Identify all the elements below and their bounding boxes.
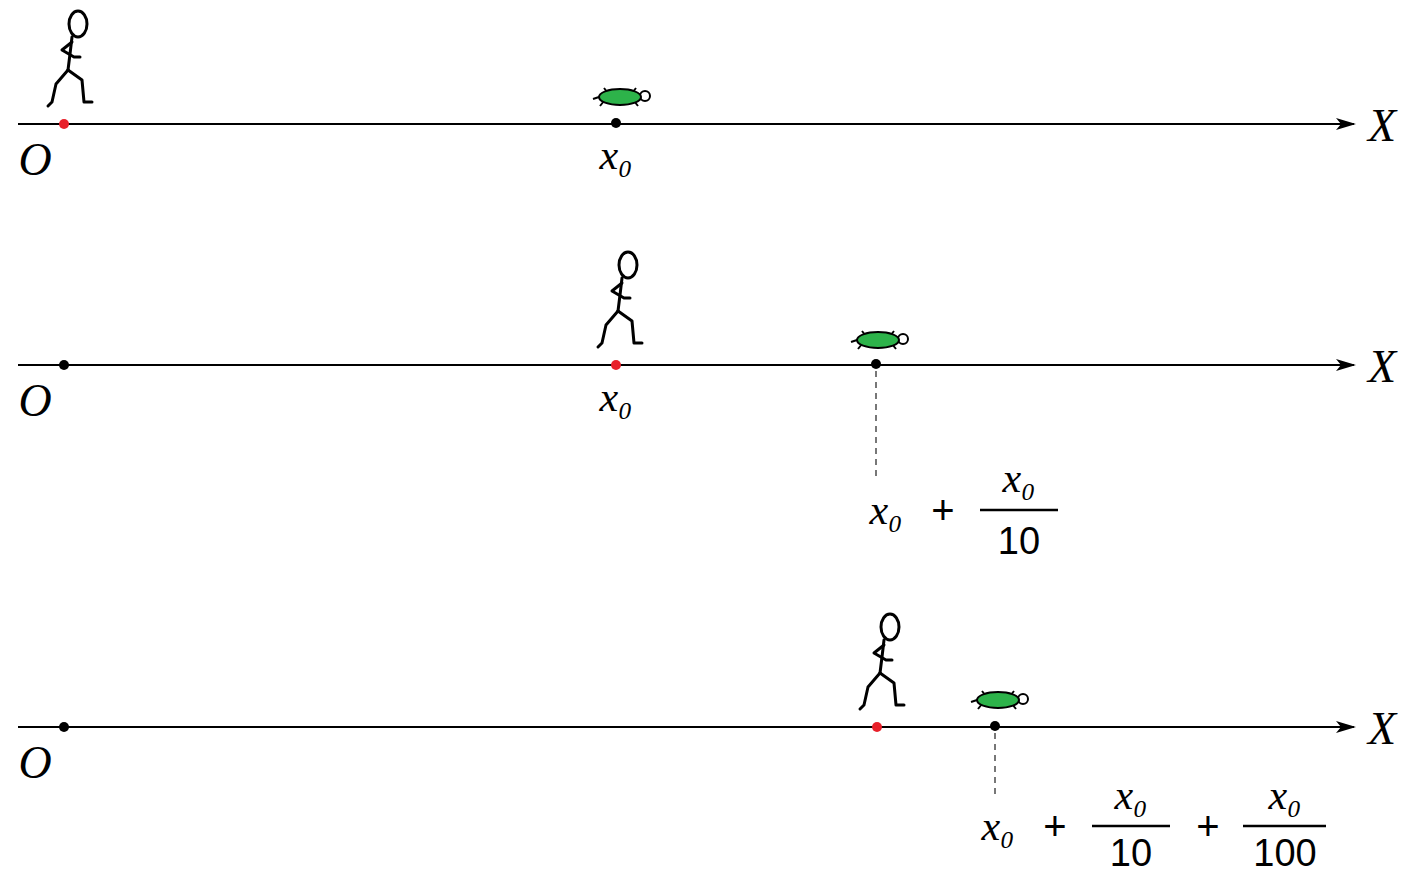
point-label: x₀ — [599, 376, 632, 418]
fraction-numerator: x₀ — [1268, 774, 1301, 816]
point-label: x₀ — [981, 805, 1014, 847]
plus-sign: + — [1196, 806, 1219, 846]
plus-sign: + — [931, 490, 954, 530]
runner — [48, 11, 92, 106]
axis-label: X — [1368, 706, 1396, 752]
fraction-numerator: x₀ — [1114, 774, 1147, 816]
fraction-denominator: 10 — [1110, 834, 1152, 872]
tortoise — [593, 88, 650, 106]
point — [59, 118, 1000, 732]
origin-label: O — [18, 137, 51, 183]
fraction-denominator: 100 — [1253, 834, 1316, 872]
fraction-denominator: 10 — [998, 522, 1040, 560]
plus-sign: + — [1043, 806, 1066, 846]
axis-label: X — [1368, 344, 1396, 390]
point-label: x₀ — [599, 134, 632, 176]
point-label: x₀ — [869, 489, 902, 531]
tortoise — [851, 331, 908, 349]
leader-line — [876, 371, 995, 798]
axis-label: X — [1368, 103, 1396, 149]
tortoise — [971, 691, 1028, 709]
fraction-numerator: x₀ — [1002, 457, 1035, 499]
origin-label: O — [18, 740, 51, 786]
runner — [598, 252, 642, 347]
axis — [18, 124, 1354, 727]
origin-label: O — [18, 378, 51, 424]
runner — [860, 614, 904, 709]
fraction-bar — [980, 510, 1326, 826]
